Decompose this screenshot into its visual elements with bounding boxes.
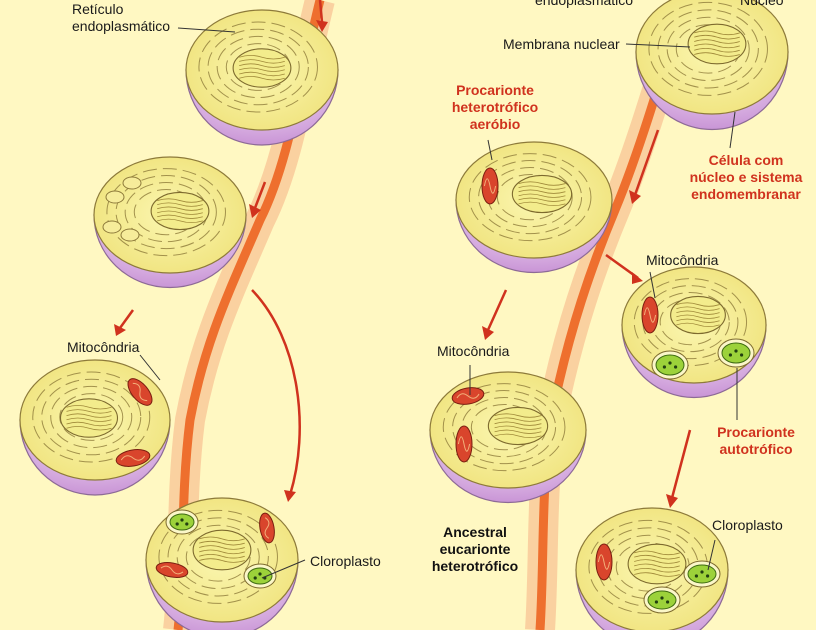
arrow-top-left <box>318 0 324 23</box>
arrows <box>118 0 692 499</box>
label-cloroplasto-right: Cloroplasto <box>712 517 783 533</box>
cell-left-3 <box>19 359 171 496</box>
chloroplast-shape <box>647 590 677 610</box>
arrow-right-4 <box>670 429 692 499</box>
chloroplast-shape <box>247 567 273 585</box>
arrow-left-curve <box>251 289 301 496</box>
cell-right-2 <box>455 141 613 274</box>
arrow-right-2 <box>486 289 508 331</box>
label-cloroplasto-left: Cloroplasto <box>310 553 381 569</box>
label-mitocondria-right-lower: Mitocôndria <box>437 343 510 359</box>
label-mitocondria-left: Mitocôndria <box>67 339 140 355</box>
label-ancestral: Ancestral eucarionte heterotrófico <box>431 524 519 574</box>
label-nucleo-top: Núcleo <box>740 0 784 8</box>
cell-left-2 <box>93 156 247 289</box>
label-celula-nucleo: Célula com núcleo e sistema endomembrana… <box>689 152 803 202</box>
label-procarionte-autotrofico: Procarionte autotrófico <box>717 424 795 457</box>
label-procarionte-aerobio: Procarionte heterotrófico aeróbio <box>451 82 539 132</box>
cell-left-4 <box>145 497 299 630</box>
chloroplast-shape <box>169 513 195 531</box>
label-endoplasmatico-top: endoplasmático <box>535 0 634 8</box>
cell-right-1 <box>635 0 789 131</box>
arrow-left-1 <box>253 181 267 209</box>
cell-right-5 <box>575 507 729 630</box>
label-reticulo-left: Retículo endoplasmático <box>72 1 171 34</box>
cell-left-1 <box>185 9 339 146</box>
chloroplast-shape <box>655 354 685 376</box>
cell-right-3 <box>621 266 767 399</box>
timeline-band-right <box>525 0 700 630</box>
arrow-right-1 <box>633 129 660 196</box>
chloroplast-shape <box>721 342 751 364</box>
arrowheads <box>114 20 678 508</box>
arrow-left-2 <box>118 309 135 329</box>
chloroplast-shape <box>687 564 717 584</box>
leader-lines <box>139 27 738 579</box>
cell-right-4 <box>429 371 587 504</box>
label-mitocondria-right-upper: Mitocôndria <box>646 252 719 268</box>
label-membrana-nuclear: Membrana nuclear <box>503 36 620 52</box>
